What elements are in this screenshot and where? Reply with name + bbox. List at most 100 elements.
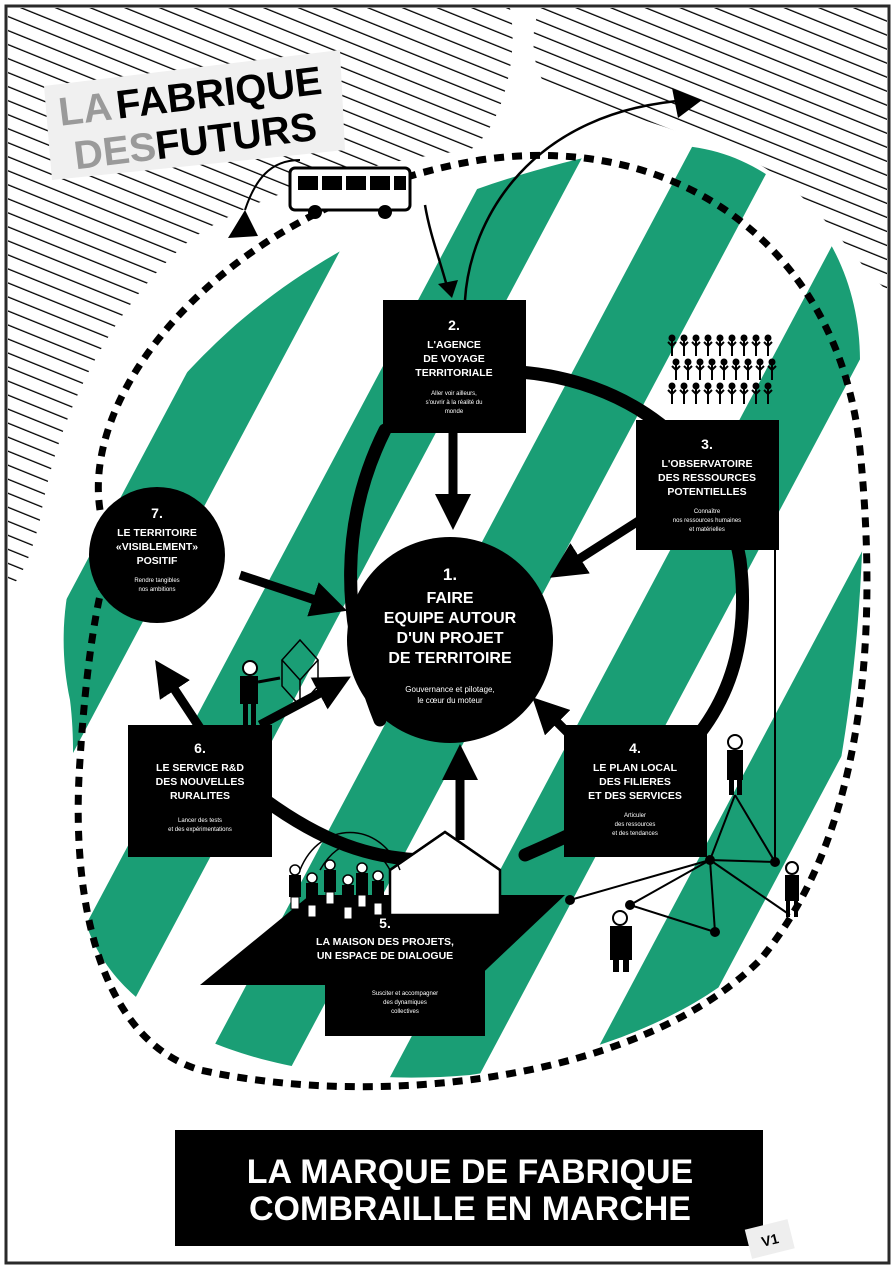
- node-6-number: 6.: [194, 740, 206, 756]
- node-3-sub-line-3: et matérielles: [689, 527, 725, 533]
- person-pictogram: [751, 382, 761, 404]
- node-5-sub-line-2: des dynamiques: [383, 1000, 427, 1006]
- node-5: 5. LA MAISON DES PROJETS, UN ESPACE DE D…: [316, 915, 485, 1036]
- node-3-title-line-3: POTENTIELLES: [667, 486, 746, 498]
- node-4-sub-line-1: Articuler: [624, 813, 646, 819]
- node-5-sub-line-3: collectives: [391, 1009, 419, 1015]
- node-1-title-line-2: EQUIPE AUTOUR: [384, 610, 517, 627]
- person-pictogram: [763, 382, 773, 404]
- node-2-title-line-1: L'AGENCE: [427, 339, 481, 351]
- person-pictogram: [683, 358, 693, 380]
- node-7-title-line-1: LE TERRITOIRE: [117, 527, 197, 539]
- node-4: 4. LE PLAN LOCAL DES FILIERES ET DES SER…: [564, 725, 707, 857]
- node-2-sub-line-2: s'ouvrir à la réalité du: [426, 400, 483, 406]
- person-pictogram: [695, 358, 705, 380]
- node-6-sub-line-1: Lancer des tests: [178, 818, 222, 824]
- person-pictogram: [691, 334, 701, 356]
- node-7-sub-line-1: Rendre tangibles: [134, 578, 179, 584]
- person-figure-far-right: [785, 861, 799, 917]
- node-4-title-line-2: DES FILIERES: [599, 776, 671, 788]
- node-4-number: 4.: [629, 740, 641, 756]
- loop-arrow: [463, 98, 691, 301]
- node-7-title-line-2: «VISIBLEMENT»: [116, 541, 198, 553]
- researcher-figure: [240, 660, 281, 726]
- version-tag: V1: [744, 1219, 795, 1259]
- node-2-sub-line-1: Aller voir ailleurs,: [431, 391, 477, 397]
- bus-arrow: [423, 204, 450, 291]
- node-4-sub-line-3: et des tendances: [612, 831, 658, 837]
- person-pictogram: [703, 382, 713, 404]
- person-pictogram: [739, 382, 749, 404]
- bus-arrow-head: [438, 280, 458, 298]
- node-3-sub-line-2: nos ressources humaines: [673, 518, 741, 524]
- person-pictogram: [679, 382, 689, 404]
- node-6-title-line-3: RURALITES: [170, 790, 230, 802]
- banner-line-2: COMBRAILLE EN MARCHE: [249, 1190, 691, 1228]
- person-pictogram: [727, 382, 737, 404]
- wireframe-cube-icon: [280, 638, 320, 708]
- person-pictogram: [707, 358, 717, 380]
- person-figure-bottom: [610, 910, 632, 972]
- node-1-sub-line-2: le cœur du moteur: [417, 696, 483, 705]
- person-pictogram: [679, 334, 689, 356]
- node-3-title-line-1: L'OBSERVATOIRE: [662, 458, 753, 470]
- node-6: 6. LE SERVICE R&D DES NOUVELLES RURALITE…: [128, 725, 272, 857]
- node-7-number: 7.: [151, 505, 163, 521]
- person-pictogram: [719, 358, 729, 380]
- person-pictogram: [751, 334, 761, 356]
- person-pictogram: [763, 334, 773, 356]
- title-banner: LA MARQUE DE FABRIQUE COMBRAILLE EN MARC…: [175, 1130, 763, 1246]
- person-pictogram: [691, 382, 701, 404]
- crowd-person: [356, 862, 368, 908]
- person-pictogram: [767, 358, 777, 380]
- person-pictogram: [715, 334, 725, 356]
- node-3: 3. L'OBSERVATOIRE DES RESSOURCES POTENTI…: [636, 420, 779, 550]
- node-7-title-line-3: POSITIF: [137, 555, 178, 567]
- person-pictogram: [667, 382, 677, 404]
- bus-icon: [288, 166, 412, 219]
- node-6-title-line-2: DES NOUVELLES: [156, 776, 245, 788]
- crowd-figures: [289, 859, 384, 920]
- logo-la: LA: [56, 85, 114, 135]
- node-1-title-line-1: FAIRE: [426, 590, 473, 607]
- crowd-person: [289, 864, 301, 910]
- hatch-area-right: [533, 8, 887, 290]
- node-2-sub-line-3: monde: [445, 409, 464, 415]
- version-label: V1: [760, 1230, 781, 1250]
- crowd-person: [342, 874, 354, 920]
- triangle-marker-left: [228, 210, 258, 238]
- node-1-center: 1. FAIRE EQUIPE AUTOUR D'UN PROJET DE TE…: [347, 537, 553, 743]
- node-2: 2. L'AGENCE DE VOYAGE TERRITORIALE Aller…: [383, 300, 526, 433]
- person-pictogram: [739, 334, 749, 356]
- node-3-number: 3.: [701, 436, 713, 452]
- node-5-title-line-2: UN ESPACE DE DIALOGUE: [317, 950, 453, 962]
- node-2-number: 2.: [448, 317, 460, 333]
- dashed-orbit: [74, 152, 871, 1091]
- logo: LA FABRIQUE DES FUTURS: [44, 50, 345, 180]
- bus-return-line: [244, 159, 301, 211]
- node-3-sub-line-1: Connaître: [694, 509, 721, 515]
- node-1-sub-line-1: Gouvernance et pilotage,: [405, 685, 494, 694]
- node-5-sub-line-1: Susciter et accompagner: [372, 991, 438, 997]
- node-7: 7. LE TERRITOIRE «VISIBLEMENT» POSITIF R…: [89, 487, 225, 623]
- node-4-title-line-3: ET DES SERVICES: [588, 790, 682, 802]
- person-figure-right: [727, 734, 743, 795]
- person-pictogram: [667, 334, 677, 356]
- person-pictogram: [727, 334, 737, 356]
- person-pictogram: [755, 358, 765, 380]
- loop-arrow-head: [672, 88, 702, 118]
- node-1-title-line-3: D'UN PROJET: [397, 630, 504, 647]
- node-6-sub-line-2: et des expérimentations: [168, 827, 232, 833]
- node-1-number: 1.: [443, 565, 457, 584]
- logo-des: DES: [72, 125, 159, 179]
- person-pictogram: [703, 334, 713, 356]
- person-pictogram: [715, 382, 725, 404]
- person-pictogram: [731, 358, 741, 380]
- node-5-number: 5.: [379, 915, 391, 931]
- node-6-title-line-1: LE SERVICE R&D: [156, 762, 244, 774]
- node-5-title-line-1: LA MAISON DES PROJETS,: [316, 936, 454, 948]
- banner-line-1: LA MARQUE DE FABRIQUE: [247, 1153, 693, 1191]
- crowd-person: [324, 859, 336, 905]
